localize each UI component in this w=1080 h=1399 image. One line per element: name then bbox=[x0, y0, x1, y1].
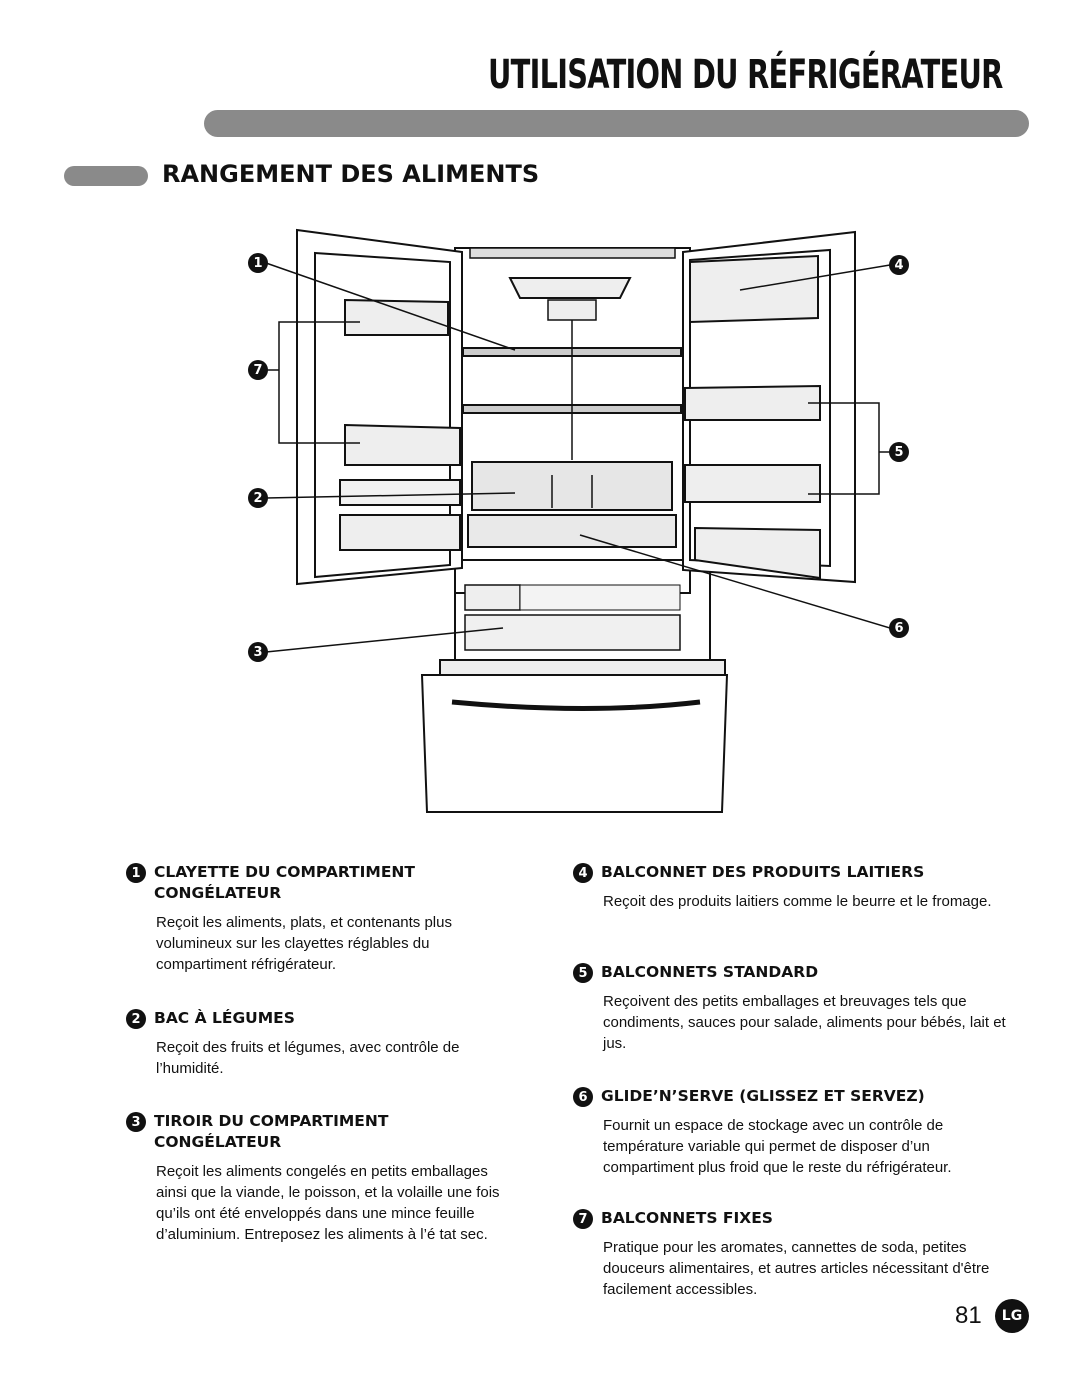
item-3-badge: 3 bbox=[126, 1112, 146, 1132]
item-5-badge: 5 bbox=[573, 963, 593, 983]
item-5: 5 BALCONNETS STANDARD Reçoivent des peti… bbox=[573, 962, 1018, 1054]
item-6-title: GLIDE’N’SERVE (GLISSEZ ET SERVEZ) bbox=[601, 1087, 925, 1105]
callout-4-badge: 4 bbox=[889, 255, 909, 275]
item-4: 4 BALCONNET DES PRODUITS LAITIERS Reçoit… bbox=[573, 862, 1018, 912]
item-6: 6 GLIDE’N’SERVE (GLISSEZ ET SERVEZ) Four… bbox=[573, 1086, 1023, 1178]
door-bin-3 bbox=[694, 526, 821, 580]
page-number: 81 bbox=[955, 1302, 982, 1329]
item-3-title: TIROIR DU COMPARTIMENT CONGÉLATEUR bbox=[154, 1112, 389, 1151]
glide-n-serve-drawer bbox=[467, 514, 677, 548]
item-1-badge: 1 bbox=[126, 863, 146, 883]
lg-logo: LG bbox=[995, 1299, 1029, 1333]
item-4-body: Reçoit des produits laitiers comme le be… bbox=[603, 893, 992, 910]
item-1-title: CLAYETTE DU COMPARTIMENT CONGÉLATEUR bbox=[154, 863, 415, 902]
left-door-bin-top bbox=[344, 298, 449, 336]
item-2-badge: 2 bbox=[126, 1009, 146, 1029]
page-header-title: UTILISATION DU RÉFRIGÉRATEUR bbox=[488, 52, 1003, 98]
dairy-bin bbox=[689, 254, 819, 324]
callout-7-badge: 7 bbox=[248, 360, 268, 380]
refrigerator-diagram bbox=[265, 228, 891, 813]
item-7-title: BALCONNETS FIXES bbox=[601, 1209, 773, 1227]
crisper-drawers bbox=[471, 461, 673, 511]
header-bar bbox=[204, 110, 1029, 137]
callout-5-badge: 5 bbox=[889, 442, 909, 462]
door-bin-1 bbox=[684, 384, 821, 421]
callout-1-badge: 1 bbox=[248, 253, 268, 273]
item-2: 2 BAC À LÉGUMES Reçoit des fruits et lég… bbox=[126, 1008, 521, 1079]
item-2-body: Reçoit des fruits et légumes, avec contr… bbox=[156, 1039, 460, 1077]
section-pill bbox=[64, 166, 148, 186]
item-2-title: BAC À LÉGUMES bbox=[154, 1009, 295, 1027]
left-door-bin-mid bbox=[344, 423, 461, 466]
freezer-drawer-front bbox=[420, 674, 729, 813]
item-5-title: BALCONNETS STANDARD bbox=[601, 963, 819, 981]
item-4-title: BALCONNET DES PRODUITS LAITIERS bbox=[601, 863, 925, 881]
item-3: 3 TIROIR DU COMPARTIMENT CONGÉLATEUR Reç… bbox=[126, 1111, 521, 1245]
item-7-badge: 7 bbox=[573, 1209, 593, 1229]
item-5-body: Reçoivent des petits emballages et breuv… bbox=[603, 993, 1006, 1052]
callout-6-badge: 6 bbox=[889, 618, 909, 638]
item-4-badge: 4 bbox=[573, 863, 593, 883]
item-3-body: Reçoit les aliments congelés en petits e… bbox=[156, 1163, 500, 1243]
section-title: RANGEMENT DES ALIMENTS bbox=[162, 160, 540, 188]
callout-2-badge: 2 bbox=[248, 488, 268, 508]
door-bin-2 bbox=[684, 464, 821, 503]
item-1: 1 CLAYETTE DU COMPARTIMENT CONGÉLATEUR R… bbox=[126, 862, 521, 975]
item-6-badge: 6 bbox=[573, 1087, 593, 1107]
item-1-body: Reçoit les aliments, plats, et contenant… bbox=[156, 914, 452, 973]
item-6-body: Fournit un espace de stockage avec un co… bbox=[603, 1117, 952, 1176]
callout-3-badge: 3 bbox=[248, 642, 268, 662]
item-7-body: Pratique pour les aromates, cannettes de… bbox=[603, 1239, 990, 1298]
item-7: 7 BALCONNETS FIXES Pratique pour les aro… bbox=[573, 1208, 1018, 1300]
